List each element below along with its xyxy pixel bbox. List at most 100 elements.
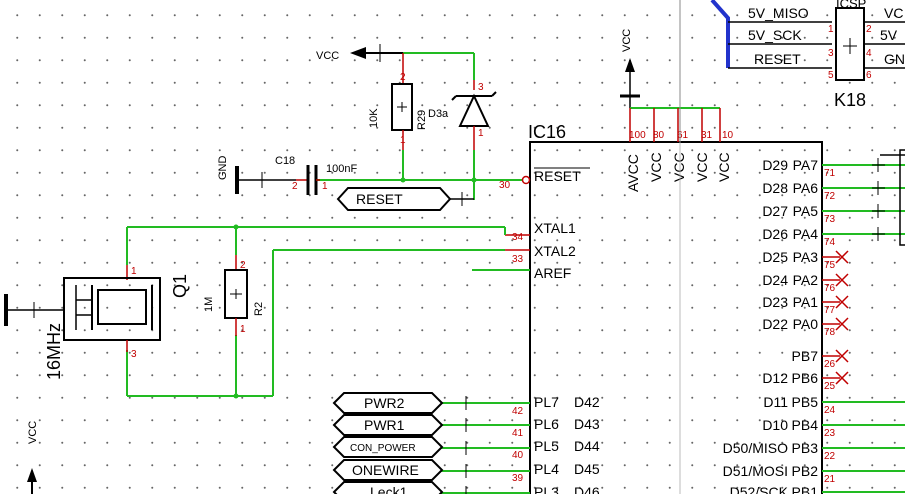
ic-pin-label-aref: AREF [534, 265, 571, 281]
r2-pin1: 1 [240, 324, 246, 335]
ic-pin-num-reset: 30 [499, 180, 511, 191]
ic-net-d43: D43 [574, 416, 600, 432]
ic-pin-label-pa3: PA3 [793, 249, 819, 265]
ic-pin-num-vcc10: 10 [722, 130, 734, 141]
ic-net-d51-mosi: D51/MOSI [723, 463, 788, 479]
ic-net-d22: D22 [762, 316, 788, 332]
crystal-circuit: 1 3 Q1 16MHz 2 1 1M R2 [4, 224, 506, 399]
ic-net-d46: D46 [574, 484, 600, 494]
ic-pin-num-vcc61: 61 [677, 130, 689, 141]
r29-pin2: 2 [400, 72, 406, 83]
no-connect-cross [835, 295, 849, 309]
port-group: PWR2 PWR1 CON_POWER ONEWIRE Leck1 [332, 392, 530, 494]
ic-pin-label-pl5: PL5 [534, 438, 559, 454]
ic-pin-label-xtal1: XTAL1 [534, 220, 576, 236]
ic-pin-num-pb2: 21 [824, 474, 836, 485]
vcc-bottom-left: VCC [27, 421, 39, 494]
ic-pin-label-pb1: PB1 [792, 484, 819, 494]
ic-pin-label-pl4: PL4 [534, 461, 559, 477]
q1-body[interactable] [63, 277, 161, 341]
ic-pin-label-pl6: PL6 [534, 416, 559, 432]
q1-ref: Q1 [170, 274, 190, 298]
r2-ref: R2 [253, 302, 265, 316]
no-connect-cross [835, 349, 849, 363]
r2-pin2: 2 [240, 260, 246, 271]
ic-pin-label-pb3: PB3 [792, 440, 819, 456]
ic-net-d25: D25 [762, 249, 788, 265]
pwr1-port[interactable] [332, 414, 444, 436]
reset-circuit: VCC 2 1 10K R29 3 1 D3a [217, 44, 505, 211]
ic-pin-num-xtal1: 34 [512, 232, 524, 243]
d3a-ref: D3a [428, 108, 449, 120]
icsp-sck-label: 5V_SCK [748, 27, 802, 43]
leck1-port-label: Leck1 [370, 484, 408, 494]
ic-pin-label-pl3: PL3 [534, 484, 559, 494]
ic-pin-num-xtal2: 33 [512, 254, 524, 265]
ic-net-d23: D23 [762, 294, 788, 310]
reset-inversion-bubble [521, 175, 531, 185]
onewire-port[interactable] [332, 459, 444, 481]
ic-pin-label-pb4: PB4 [792, 417, 819, 433]
r2-value: 1M [203, 297, 215, 312]
ic-pin-label-pa2: PA2 [793, 272, 819, 288]
k18-pin5: 5 [828, 70, 834, 81]
con-power-port[interactable] [332, 436, 444, 458]
c18-pin1: 1 [322, 181, 328, 192]
ic-net-d26: D26 [762, 226, 788, 242]
ic-net-d12: D12 [762, 370, 788, 386]
q1-value: 16MHz [44, 323, 64, 380]
ic-net-d29: D29 [762, 157, 788, 173]
k18-pin1: 1 [828, 24, 834, 35]
no-connect-cross [835, 250, 849, 264]
ic-pin-num-pa3: 75 [824, 260, 836, 271]
pwr1-port-label: PWR1 [364, 417, 405, 433]
spi-bus [710, 0, 730, 68]
ic-pin-label-pa4: PA4 [793, 226, 819, 242]
icsp-vcc-label: VC [884, 5, 903, 21]
ic-pin-label-vcc31: VCC [694, 152, 710, 182]
gnd-label: GND [217, 156, 229, 181]
ic-net-d42: D42 [574, 394, 600, 410]
ic-pin-num-pl7: 42 [512, 406, 524, 417]
onewire-port-label: ONEWIRE [352, 462, 419, 478]
k18-pin4: 4 [866, 48, 872, 59]
d3a-pin1: 1 [478, 128, 484, 139]
ic-pin-label-pa0: PA0 [793, 316, 819, 332]
k18-pin6: 6 [866, 70, 872, 81]
ic-net-d52-sck: D52/SCK [730, 484, 789, 494]
ic-pin-label-reset: RESET [534, 168, 581, 184]
ic-pin-num-pl4: 39 [512, 473, 524, 484]
ic-net-d10: D10 [762, 417, 788, 433]
icsp-miso-label: 5V_MISO [748, 5, 809, 21]
vcc-arrow-top [625, 58, 635, 72]
pwr2-port[interactable] [332, 392, 444, 414]
icsp-reset-label: RESET [754, 51, 801, 67]
ic-pin-num-pb6: 25 [824, 381, 836, 392]
ic-pin-num-avcc: 100 [629, 130, 646, 141]
k18-header-label: ICSP [836, 0, 866, 11]
d3a-body[interactable] [458, 93, 490, 127]
ic-pin-label-pa6: PA6 [793, 180, 819, 196]
q1-pin3: 3 [131, 349, 137, 360]
ic-pin-label-vcc61: VCC [671, 152, 687, 182]
ic-pin-num-pa0: 78 [824, 327, 836, 338]
ic-pin-label-vcc10: VCC [716, 152, 732, 182]
ic16-body[interactable] [529, 141, 823, 494]
ic-pin-label-pb7: PB7 [792, 348, 819, 364]
d3a-pin3: 3 [478, 82, 484, 93]
ic-pin-label-vcc80: VCC [648, 152, 664, 182]
ic-net-d44: D44 [574, 438, 600, 454]
ic-pin-num-pa4: 74 [824, 237, 836, 248]
ic-pin-num-pa2: 76 [824, 283, 836, 294]
k18-pin3: 3 [828, 48, 834, 59]
ic-net-d28: D28 [762, 180, 788, 196]
ic-pin-num-pb5: 24 [824, 405, 836, 416]
ic-pin-label-pa1: PA1 [793, 294, 819, 310]
ic16-right-pins [822, 149, 905, 493]
pwr2-port-label: PWR2 [364, 395, 405, 411]
ic-net-d24: D24 [762, 272, 788, 288]
no-connect-cross [835, 273, 849, 287]
leck1-port[interactable] [332, 481, 444, 494]
c18-pin2: 2 [292, 181, 298, 192]
